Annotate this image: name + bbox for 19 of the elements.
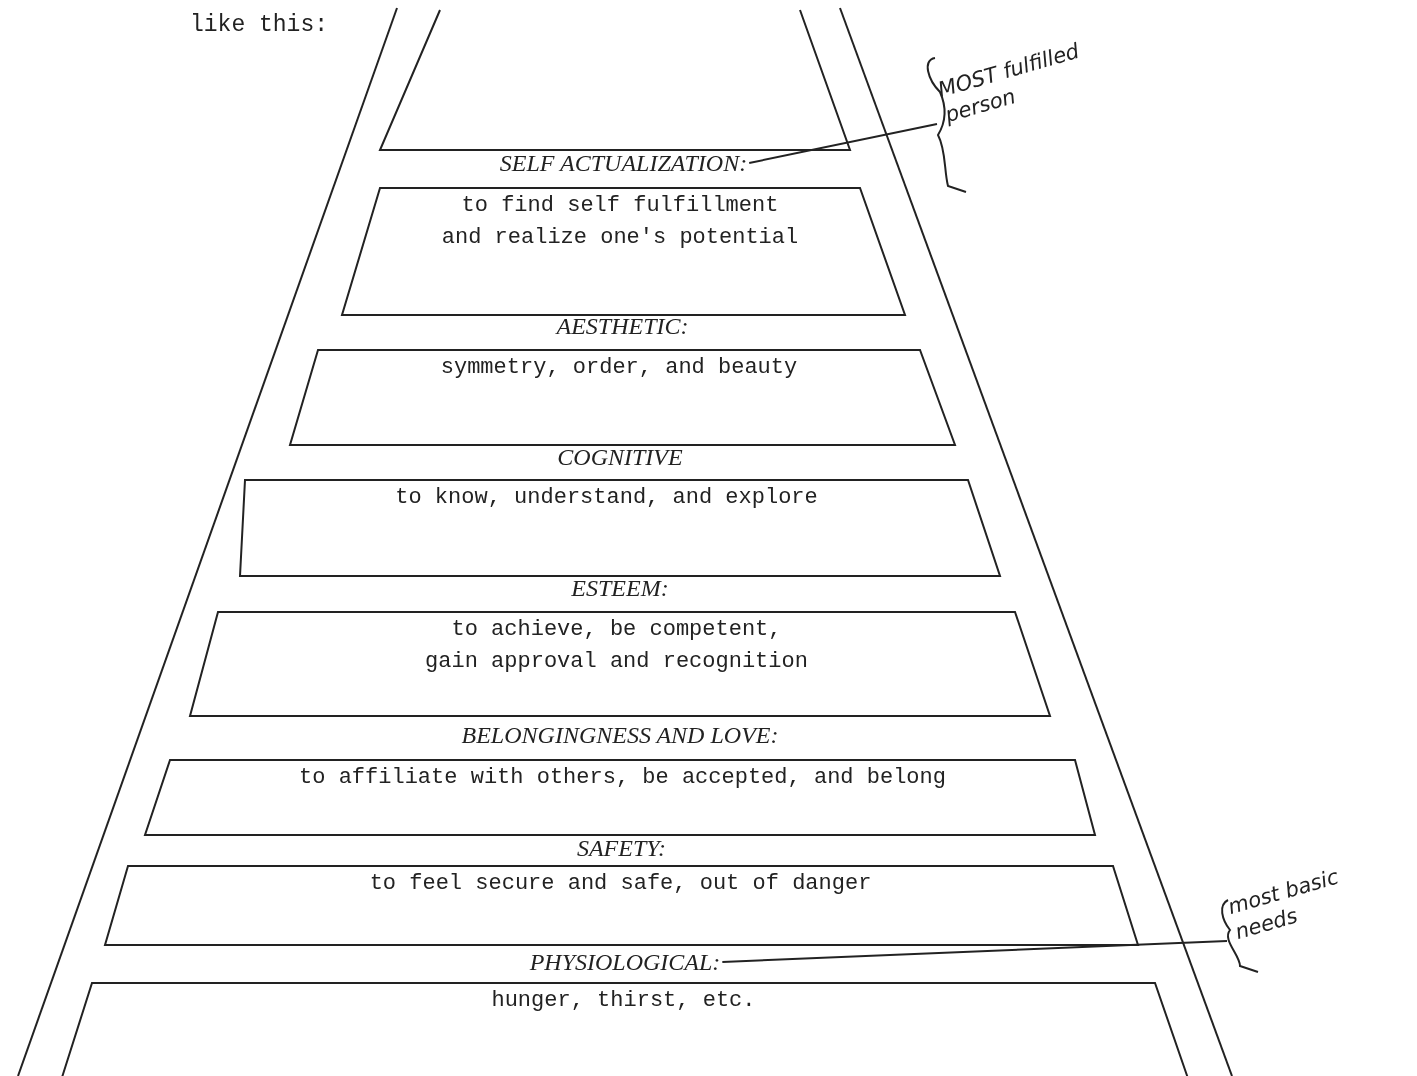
level-description: to achieve, be competent, gain approval and recognition (424, 616, 809, 676)
level-heading: BELONGINGNESS AND LOVE: (461, 722, 779, 748)
level-heading: SELF ACTUALIZATION: (499, 150, 748, 176)
handwritten-note: most basic needs (1225, 853, 1384, 945)
level-description: to find self fulfillment and realize one's potential (440, 192, 800, 252)
intro-text: like this: (190, 12, 329, 38)
level-heading: COGNITIVE (557, 444, 683, 470)
level-heading: PHYSIOLOGICAL: (529, 949, 721, 975)
level-description: symmetry, order, and beauty (439, 354, 799, 382)
leader-line (721, 940, 1228, 963)
level-heading: SAFETY: (576, 835, 667, 861)
level-description: to feel secure and safe, out of danger (368, 870, 873, 898)
level-description: to affiliate with others, be accepted, and belong (298, 764, 947, 792)
level-heading: AESTHETIC: (556, 313, 689, 339)
level-description: to know, understand, and explore (394, 484, 819, 512)
level-heading: ESTEEM: (571, 575, 669, 601)
leader-line (748, 123, 938, 164)
level-description: hunger, thirst, etc. (490, 987, 757, 1015)
top-box (380, 10, 850, 150)
